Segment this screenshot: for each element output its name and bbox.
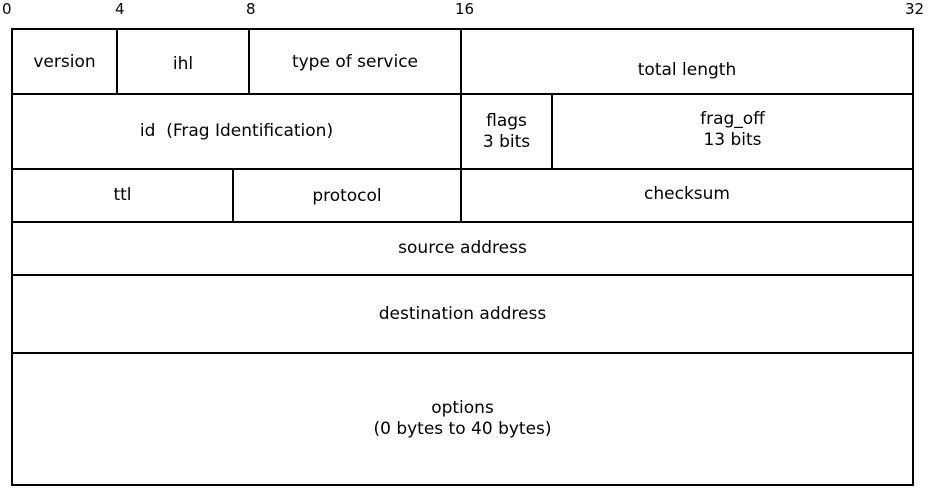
field-checksum: checksum: [460, 168, 914, 223]
bit-label-0: 0: [2, 0, 12, 18]
field-frag-off-size: 13 bits: [703, 130, 762, 150]
field-version-label: version: [33, 52, 96, 72]
field-ihl: ihl: [116, 28, 250, 95]
field-flags: flags 3 bits: [460, 93, 553, 170]
field-ttl-label: ttl: [113, 185, 132, 205]
bit-label-4: 4: [115, 0, 125, 18]
field-frag-off: frag_off 13 bits: [551, 93, 914, 170]
field-type-of-service-label: type of service: [291, 52, 419, 72]
field-protocol: protocol: [232, 168, 462, 223]
field-total-length: total length: [460, 28, 914, 95]
field-ihl-label: ihl: [172, 54, 194, 74]
field-destination-address: destination address: [11, 274, 914, 354]
field-protocol-label: protocol: [312, 186, 382, 206]
field-type-of-service: type of service: [248, 28, 462, 95]
bit-label-32: 32: [905, 0, 925, 18]
field-source-address-label: source address: [398, 238, 527, 258]
bit-label-16: 16: [455, 0, 475, 18]
field-source-address: source address: [11, 221, 914, 276]
field-checksum-label: checksum: [644, 184, 730, 204]
field-ttl: ttl: [11, 168, 234, 223]
field-total-length-label: total length: [637, 60, 737, 80]
field-options-size: (0 bytes to 40 bytes): [373, 419, 552, 439]
field-options: options (0 bytes to 40 bytes): [11, 352, 914, 486]
field-flags-label: flags: [486, 110, 527, 131]
field-flags-size: 3 bits: [482, 131, 531, 152]
field-id: id (Frag Identification): [11, 93, 462, 170]
field-version: version: [11, 28, 118, 95]
field-destination-address-label: destination address: [378, 303, 547, 324]
field-id-label: id (Frag Identification): [139, 121, 334, 141]
field-frag-off-label: frag_off: [700, 109, 765, 129]
bit-label-8: 8: [246, 0, 256, 18]
field-options-label: options: [431, 398, 494, 418]
